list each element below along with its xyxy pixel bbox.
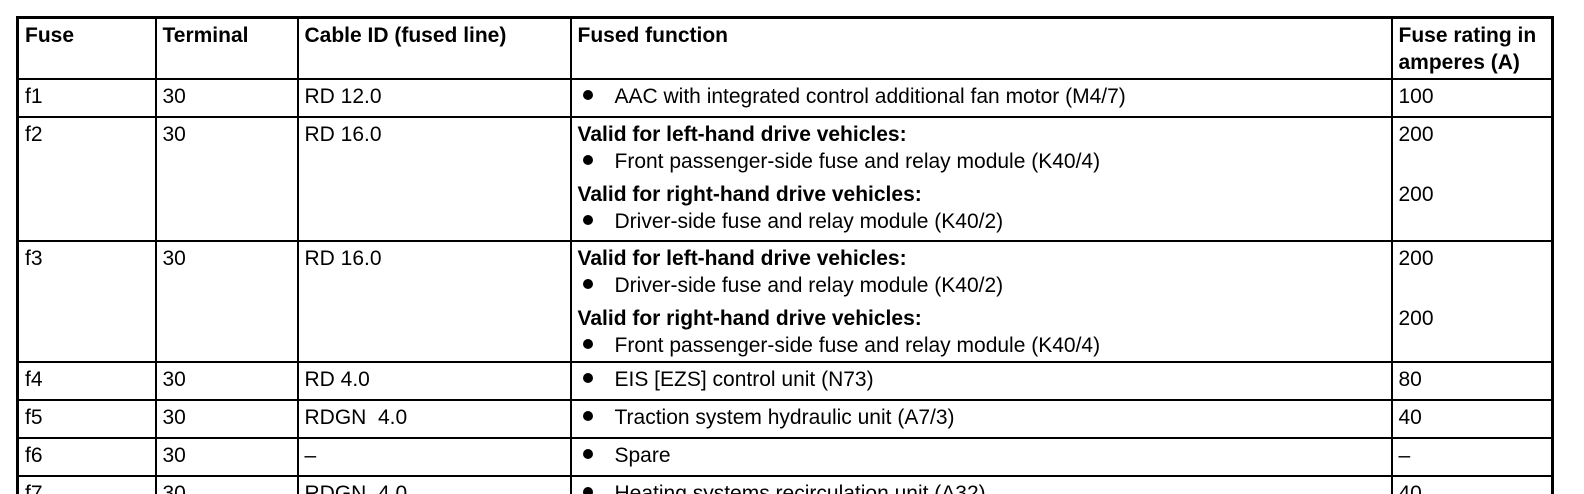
- cell-cable-id: RDGN 4.0: [296, 475, 572, 494]
- function-heading: Valid for left-hand drive vehicles:: [577, 247, 907, 270]
- rating-value: 40: [1398, 482, 1422, 494]
- bullet-icon: [582, 155, 593, 165]
- cell-fused-function: Traction system hydraulic unit (A7/3): [569, 399, 1393, 439]
- cell-cable-id: RD 4.0: [296, 361, 572, 401]
- rating-value: 40: [1398, 406, 1422, 429]
- function-item: Driver-side fuse and relay module (K40/2…: [578, 272, 1387, 299]
- cell-fuse: f6: [16, 437, 157, 477]
- cell-rating: 200 200: [1390, 240, 1554, 363]
- cell-fuse: f4: [16, 361, 157, 401]
- cell-terminal: 30: [154, 399, 299, 439]
- cell-terminal: 30: [154, 116, 299, 242]
- cell-fuse: f7: [16, 475, 157, 494]
- function-block: Valid for left-hand drive vehicles: Driv…: [578, 245, 1387, 299]
- function-item-text: Front passenger-side fuse and relay modu…: [614, 150, 1101, 173]
- cell-terminal: 30: [154, 475, 299, 494]
- column-header-cable-id: Cable ID (fused line): [296, 16, 572, 80]
- cell-fused-function: Valid for left-hand drive vehicles: Fron…: [569, 116, 1393, 242]
- function-item-text: Traction system hydraulic unit (A7/3): [614, 406, 955, 429]
- fuse-allocation-table: Fuse Terminal Cable ID (fused line) Fuse…: [16, 16, 1554, 494]
- function-item-text: Heating systems recirculation unit (A32): [614, 482, 986, 494]
- cell-fuse: f3: [16, 240, 157, 363]
- table-row-f6: f6 30 – Spare –: [16, 437, 1554, 477]
- cell-cable-id: RD 16.0: [296, 240, 572, 363]
- function-heading: Valid for left-hand drive vehicles:: [577, 123, 907, 146]
- function-block: Spare: [578, 442, 1387, 469]
- function-item-text: Front passenger-side fuse and relay modu…: [614, 334, 1101, 357]
- rating-value: 200: [1398, 307, 1434, 330]
- cell-rating: 100: [1390, 78, 1554, 118]
- rating-value: 200: [1398, 247, 1434, 270]
- function-item: Spare: [578, 442, 1387, 469]
- cell-fuse: f1: [16, 78, 157, 118]
- cell-fused-function: Spare: [569, 437, 1393, 477]
- function-block: Valid for left-hand drive vehicles: Fron…: [578, 121, 1387, 175]
- cell-fuse: f2: [16, 116, 157, 242]
- cell-cable-id: –: [296, 437, 572, 477]
- column-header-fused-function: Fused function: [569, 16, 1393, 80]
- function-block: Valid for right-hand drive vehicles: Fro…: [578, 305, 1387, 359]
- rating-value: 200: [1398, 123, 1434, 146]
- header-row: Fuse Terminal Cable ID (fused line) Fuse…: [16, 16, 1554, 80]
- cell-fused-function: EIS [EZS] control unit (N73): [569, 361, 1393, 401]
- function-item: Traction system hydraulic unit (A7/3): [578, 404, 1387, 431]
- cell-fuse: f5: [16, 399, 157, 439]
- bullet-icon: [582, 487, 593, 494]
- function-item: EIS [EZS] control unit (N73): [578, 366, 1387, 393]
- bullet-icon: [582, 411, 593, 421]
- table-row-f1: f1 30 RD 12.0 AAC with integrated contro…: [16, 78, 1554, 118]
- function-item: Front passenger-side fuse and relay modu…: [578, 332, 1387, 359]
- function-item-text: EIS [EZS] control unit (N73): [614, 368, 874, 391]
- rating-value: –: [1398, 444, 1411, 467]
- rating-value: 100: [1398, 85, 1434, 108]
- bullet-icon: [582, 449, 593, 459]
- function-heading: Valid for right-hand drive vehicles:: [577, 183, 922, 206]
- function-block: AAC with integrated control additional f…: [578, 83, 1387, 110]
- function-item: Heating systems recirculation unit (A32): [578, 480, 1387, 494]
- bullet-icon: [582, 215, 593, 225]
- function-item-text: Spare: [614, 444, 671, 467]
- bullet-icon: [582, 373, 593, 383]
- cell-cable-id: RD 12.0: [296, 78, 572, 118]
- function-item-text: Driver-side fuse and relay module (K40/2…: [614, 274, 1004, 297]
- cell-rating: –: [1390, 437, 1554, 477]
- table-row-f5: f5 30 RDGN 4.0 Traction system hydraulic…: [16, 399, 1554, 439]
- rating-value: 200: [1398, 183, 1434, 206]
- cell-rating: 200 200: [1390, 116, 1554, 242]
- function-item: Driver-side fuse and relay module (K40/2…: [578, 208, 1387, 235]
- cell-cable-id: RD 16.0: [296, 116, 572, 242]
- function-item: AAC with integrated control additional f…: [578, 83, 1387, 110]
- function-heading: Valid for right-hand drive vehicles:: [577, 307, 922, 330]
- function-block: Valid for right-hand drive vehicles: Dri…: [578, 181, 1387, 235]
- function-item: Front passenger-side fuse and relay modu…: [578, 148, 1387, 175]
- function-block: Traction system hydraulic unit (A7/3): [578, 404, 1387, 431]
- table-row-f3: f3 30 RD 16.0 Valid for left-hand drive …: [16, 240, 1554, 363]
- bullet-icon: [582, 279, 593, 289]
- column-header-fuse: Fuse: [16, 16, 157, 80]
- cell-fused-function: Valid for left-hand drive vehicles: Driv…: [569, 240, 1393, 363]
- bullet-icon: [582, 339, 593, 349]
- function-block: Heating systems recirculation unit (A32): [578, 480, 1387, 494]
- table-row-f4: f4 30 RD 4.0 EIS [EZS] control unit (N73…: [16, 361, 1554, 401]
- rating-value: 80: [1398, 368, 1422, 391]
- cell-terminal: 30: [154, 437, 299, 477]
- function-item-text: AAC with integrated control additional f…: [614, 85, 1126, 108]
- column-header-rating: Fuse rating in amperes (A): [1390, 16, 1554, 80]
- cell-fused-function: AAC with integrated control additional f…: [569, 78, 1393, 118]
- cell-terminal: 30: [154, 78, 299, 118]
- column-header-terminal: Terminal: [154, 16, 299, 80]
- cell-terminal: 30: [154, 240, 299, 363]
- cell-rating: 40: [1390, 399, 1554, 439]
- cell-fused-function: Heating systems recirculation unit (A32): [569, 475, 1393, 494]
- function-item-text: Driver-side fuse and relay module (K40/2…: [614, 210, 1004, 233]
- cell-rating: 80: [1390, 361, 1554, 401]
- bullet-icon: [582, 90, 593, 100]
- function-block: EIS [EZS] control unit (N73): [578, 366, 1387, 393]
- table-row-f2: f2 30 RD 16.0 Valid for left-hand drive …: [16, 116, 1554, 242]
- cell-rating: 40: [1390, 475, 1554, 494]
- cell-terminal: 30: [154, 361, 299, 401]
- cell-cable-id: RDGN 4.0: [296, 399, 572, 439]
- table-row-f7: f7 30 RDGN 4.0 Heating systems recircula…: [16, 475, 1554, 494]
